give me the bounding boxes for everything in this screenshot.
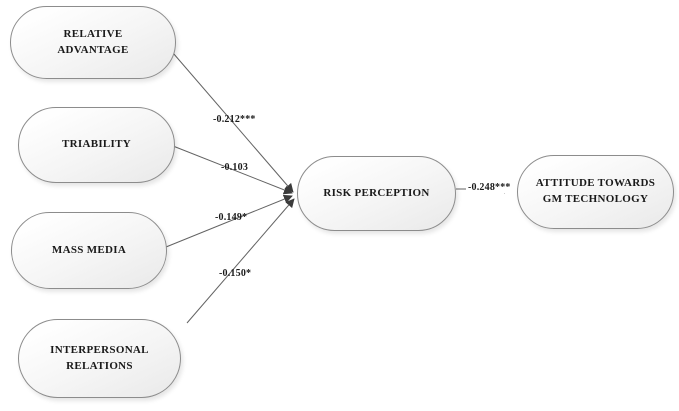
edge-line-interpersonal-to-risk [186,198,295,324]
edge-label-interpersonal: -0.150* [219,268,252,279]
node-attitude-gm-technology: ATTITUDE TOWARDS GM TECHNOLOGY [517,155,674,229]
edge-line-mass-media-to-risk [165,194,293,248]
node-interpersonal-relations-label: INTERPERSONAL RELATIONS [50,343,149,372]
node-risk-perception-label: RISK PERCEPTION [323,186,430,199]
node-attitude-gm-technology-label: ATTITUDE TOWARDS GM TECHNOLOGY [535,177,656,205]
node-triability: TRIABILITY [18,107,175,183]
node-relative-advantage: RELATIVE ADVANTAGE [10,6,176,79]
node-relative-advantage-label: RELATIVE ADVANTAGE [57,27,129,56]
edge-label-triability: -0.103 [221,162,249,173]
edge-line-relative-advantage-to-risk [166,45,294,193]
node-interpersonal-relations: INTERPERSONAL RELATIONS [18,319,181,398]
edge-label-mass-media: -0.149* [215,212,248,223]
edge-line-triability-to-risk [172,145,293,195]
node-mass-media-label: MASS MEDIA [51,243,127,256]
node-triability-label: TRIABILITY [61,138,132,151]
edge-label-risk-to-attitude: -0.248*** [466,182,513,193]
node-risk-perception: RISK PERCEPTION [297,156,456,231]
edge-label-relative-advantage: -0.212*** [213,114,256,125]
node-mass-media: MASS MEDIA [11,212,167,289]
